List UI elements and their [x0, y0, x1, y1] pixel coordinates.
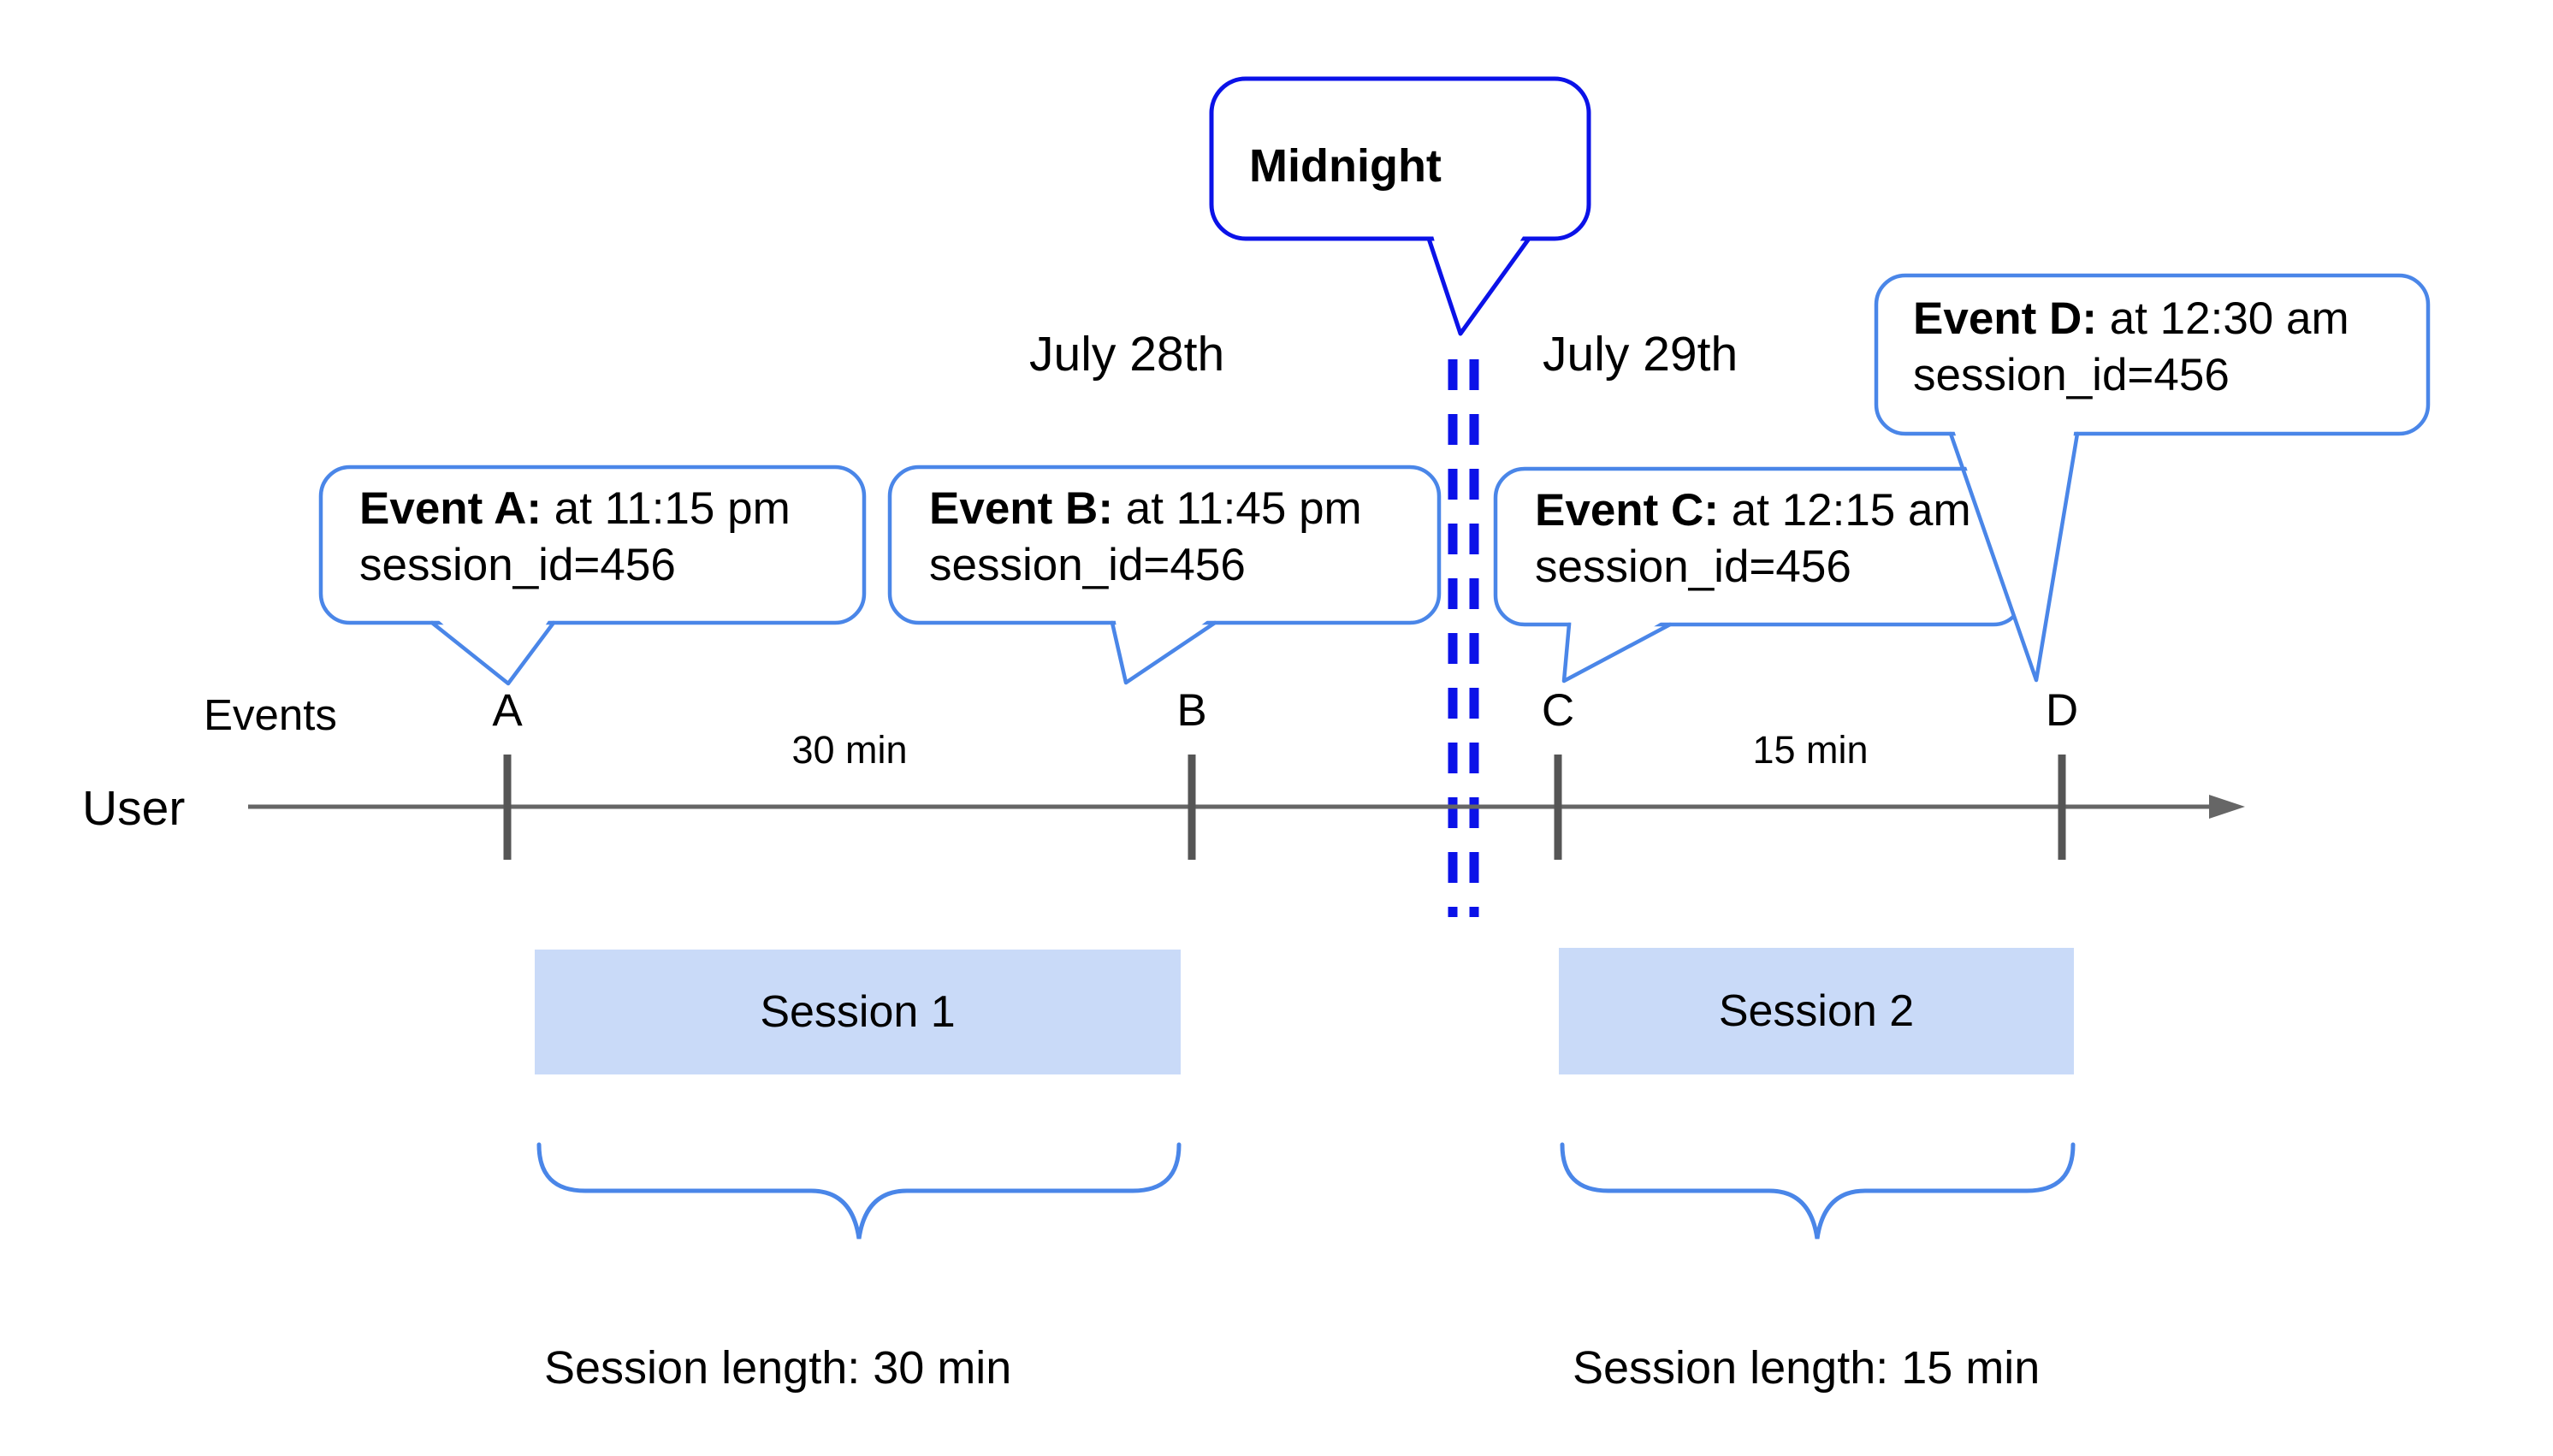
- session-1-box: Session 1: [535, 950, 1181, 1074]
- event-c-line1: Event C: at 12:15 am: [1535, 485, 1971, 536]
- event-c-callout-text: Event C: at 12:15 am session_id=456: [1535, 482, 1971, 595]
- events-axis-label: Events: [204, 690, 337, 739]
- event-b-letter: B: [1176, 685, 1207, 736]
- event-a-line2: session_id=456: [359, 540, 676, 590]
- event-b-line1: Event B: at 11:45 pm: [929, 483, 1362, 534]
- event-d-line2: session_id=456: [1913, 350, 2230, 400]
- event-d-callout-tail-outline: [1948, 431, 2080, 683]
- session-2-label: Session 2: [1718, 986, 1915, 1036]
- session-1-length-label: Session length: 30 min: [544, 1342, 1012, 1394]
- event-a-line1: Event A: at 11:15 pm: [359, 483, 791, 534]
- event-c-letter: C: [1541, 685, 1575, 736]
- event-a-callout-text: Event A: at 11:15 pm session_id=456: [359, 481, 791, 594]
- event-a-letter: A: [492, 685, 523, 736]
- event-d-line1: Event D: at 12:30 am: [1913, 293, 2349, 344]
- event-d-callout-bubble: [1874, 273, 2431, 436]
- event-b-line2: session_id=456: [929, 540, 1246, 590]
- event-c-callout-tail-outline: [1561, 622, 1673, 684]
- event-b-callout-tail: [1115, 617, 1212, 682]
- event-a-callout-bubble: [318, 465, 867, 625]
- session-2-box: Session 2: [1559, 948, 2074, 1074]
- date-july-29-label: July 29th: [1543, 327, 1739, 382]
- event-c-callout-tail: [1564, 619, 1667, 679]
- session-1-brace: [536, 1142, 1182, 1240]
- midnight-callout-bubble: [1209, 76, 1591, 241]
- event-d-letter: D: [2045, 685, 2079, 736]
- user-axis-label: User: [82, 781, 186, 836]
- midnight-label: Midnight: [1249, 140, 1442, 192]
- session-1-label: Session 1: [760, 987, 956, 1037]
- date-july-28-label: July 28th: [1029, 327, 1225, 382]
- midnight-callout-tail: [1432, 233, 1525, 332]
- event-c-line2: session_id=456: [1535, 542, 1851, 592]
- session-2-length-label: Session length: 15 min: [1573, 1342, 2041, 1394]
- event-b-callout-text: Event B: at 11:45 pm session_id=456: [929, 481, 1362, 594]
- midnight-callout-tail-outline: [1426, 236, 1531, 336]
- event-d-callout-tail: [1953, 428, 2075, 678]
- event-d-callout-text: Event D: at 12:30 am session_id=456: [1913, 291, 2349, 404]
- interval-30min-label: 30 min: [791, 728, 908, 772]
- event-b-callout-tail-outline: [1110, 620, 1217, 685]
- interval-15min-label: 15 min: [1752, 728, 1869, 772]
- event-a-callout-tail-outline: [429, 620, 556, 686]
- session-2-brace: [1560, 1142, 2076, 1240]
- timeline-arrowhead-icon: [2209, 795, 2245, 819]
- event-a-callout-tail: [435, 617, 551, 682]
